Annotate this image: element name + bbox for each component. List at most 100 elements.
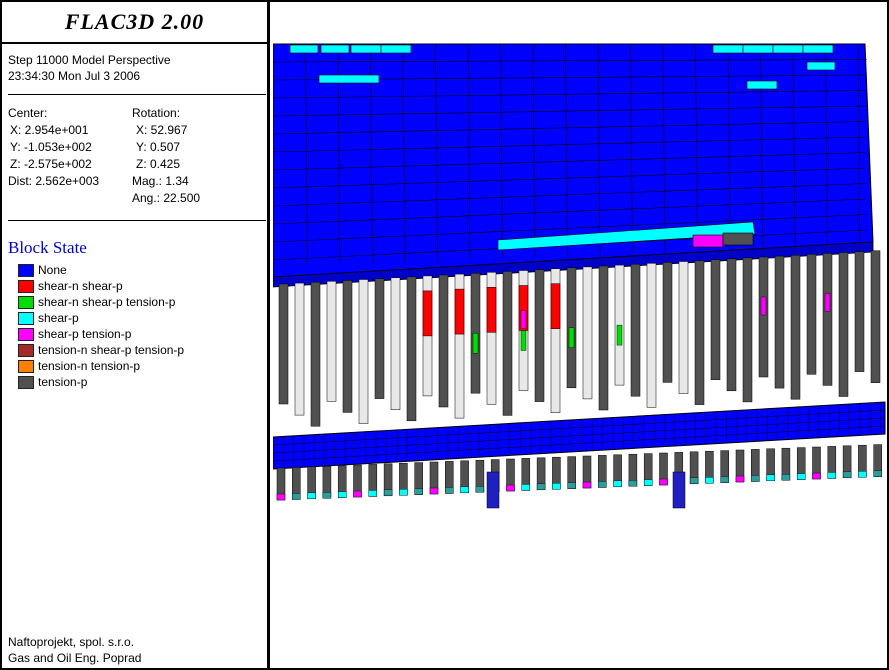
pillar [358, 279, 369, 424]
lower-pillar-tip [536, 483, 546, 490]
lower-pillar-tip [567, 482, 576, 489]
pillar [502, 271, 513, 416]
shear-block [802, 44, 834, 54]
mesh-line [305, 43, 308, 266]
pillar [326, 281, 337, 402]
pillar [310, 281, 321, 427]
pillar [438, 274, 449, 408]
lower-pillar-tip [506, 484, 515, 492]
mesh-line [825, 43, 828, 245]
lower-pillar-tip [598, 481, 607, 488]
pillar [406, 276, 417, 422]
shear-band [497, 221, 756, 251]
mesh-line [857, 43, 861, 244]
divider [8, 220, 266, 221]
shear-block [289, 44, 319, 54]
pillar-shear-zone [550, 283, 561, 329]
pillar-shear-zone [486, 287, 497, 333]
shear-block [350, 44, 382, 54]
rotation-x: X: 52.967 [136, 123, 188, 137]
pillar [486, 272, 497, 405]
distance: Dist: 2.562e+003 [8, 174, 100, 188]
lower-pillar-tip [797, 473, 806, 480]
lower-pillar-tip [827, 472, 836, 479]
divider [8, 94, 266, 95]
rotation-y: Y: 0.507 [136, 140, 181, 154]
legend-title: Block State [8, 238, 87, 257]
legend-item: tension-n tension-p [18, 358, 184, 374]
lower-pillar-tip [276, 493, 286, 501]
pillar-shear-tension-zone [472, 333, 479, 354]
mesh-line [565, 43, 568, 256]
info-panel: FLAC3D 2.00 Step 11000 Model Perspective… [2, 2, 270, 668]
shear-block [318, 74, 380, 84]
shear-block [712, 44, 744, 54]
pillar [758, 256, 769, 378]
lower-pillar-tip [414, 488, 423, 495]
lower-pillar-tip [475, 486, 485, 493]
lower-pillar-tip [460, 486, 469, 493]
lower-pillar-tip [337, 491, 347, 498]
mesh-line [273, 152, 868, 171]
mesh-line [273, 59, 868, 63]
pillar [710, 259, 721, 380]
footer-location: Gas and Oil Eng. Poprad [8, 651, 142, 665]
lower-pillar-tip [812, 472, 821, 480]
mesh-line [597, 43, 601, 255]
pillar-shear-tension-zone [520, 330, 527, 351]
pillar-shear-zone [454, 288, 465, 335]
shear-block [380, 44, 412, 54]
tension-block [722, 232, 754, 246]
pillar-shear-tension-zone [568, 327, 575, 348]
legend-item: shear-n shear-p tension-p [18, 294, 184, 310]
angle: Ang.: 22.500 [132, 191, 201, 205]
mesh-line [273, 136, 868, 153]
legend-item: shear-n shear-p [18, 278, 184, 294]
pillar [822, 253, 833, 386]
pillar [294, 282, 305, 416]
lower-pillar-tip [552, 483, 561, 490]
magnification: Mag.: 1.34 [132, 174, 189, 188]
pillar [582, 266, 593, 400]
lower-pillar-tip [582, 481, 592, 489]
lower-pillar-tip [399, 489, 408, 496]
shear-tension-block [692, 234, 724, 248]
mesh-line [695, 43, 698, 251]
lower-pillar-tip [521, 484, 531, 491]
pillar-shear-zone [422, 290, 433, 337]
legend-label: shear-p [38, 311, 79, 325]
legend-swatch [18, 311, 34, 325]
pillar [534, 269, 545, 402]
legend-label: tension-n shear-p tension-p [38, 343, 185, 357]
pillar [662, 262, 673, 383]
model-viewport[interactable] [273, 2, 887, 668]
lower-pillar-tip [751, 475, 760, 482]
pillar [790, 254, 801, 400]
lower-pillar [486, 471, 500, 509]
lower-pillar-tip [322, 492, 332, 499]
legend-item: tension-n shear-p tension-p [18, 342, 184, 358]
legend-item: None [18, 262, 184, 278]
lower-pillar-tip [353, 490, 362, 498]
lower-pillar-tip [858, 471, 867, 478]
legend-swatch [18, 359, 34, 373]
pillar [374, 278, 385, 399]
center-y: Y: -1.053e+002 [10, 140, 92, 154]
legend-label: shear-n shear-p [38, 279, 123, 293]
mesh-line [727, 43, 731, 249]
legend-label: shear-n shear-p tension-p [38, 295, 176, 309]
lower-pillar-tip [292, 493, 301, 500]
mesh-line [435, 43, 438, 261]
legend-item: tension-p [18, 374, 184, 390]
rotation-z: Z: 0.425 [136, 157, 181, 171]
pillar [454, 273, 465, 419]
mesh-line [273, 409, 886, 446]
lower-pillar-tip [613, 480, 622, 487]
lower-pillar-tip [705, 477, 714, 484]
lower-pillar-tip [368, 490, 378, 497]
step-info: Step 11000 Model Perspective [8, 53, 171, 67]
pillar [726, 258, 737, 392]
pillar [390, 277, 401, 410]
mesh-line [662, 43, 666, 252]
